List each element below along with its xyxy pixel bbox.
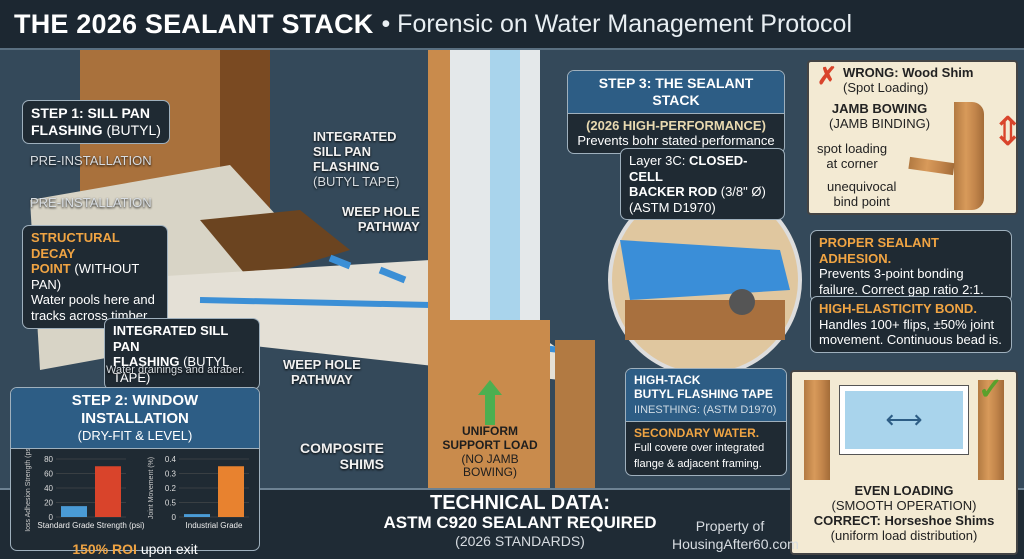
step2-box: STEP 2: WINDOW INSTALLATION (DRY-FIT & L… bbox=[10, 387, 260, 557]
pre-installation-label: PRE-INSTALLATION bbox=[30, 195, 152, 210]
window-glass bbox=[490, 50, 520, 350]
y-tick-label: 0 bbox=[172, 513, 177, 522]
y-tick-label: 0.5 bbox=[165, 498, 177, 507]
jamb-right bbox=[978, 380, 1004, 480]
technical-data: TECHNICAL DATA:ASTM C920 SEALANT REQUIRE… bbox=[383, 492, 657, 549]
wrong-shim-panel: ✗ WRONG: Wood Shim(Spot Loading) JAMB BO… bbox=[807, 60, 1024, 215]
y-tick-label: 0.2 bbox=[165, 484, 177, 493]
bar bbox=[95, 465, 121, 517]
correct-shim-panel: ⟷ ✓ EVEN LOADING(SMOOTH OPERATION)CORREC… bbox=[790, 370, 1018, 555]
chart-xlabel: Industrial Grade bbox=[186, 521, 243, 530]
wood-shim bbox=[908, 156, 955, 176]
step1-box: STEP 1: SILL PAN FLASHING (BUTYL) bbox=[22, 100, 170, 144]
wall-section-drawing bbox=[30, 50, 802, 488]
illustration bbox=[0, 50, 1024, 488]
bar bbox=[218, 465, 244, 517]
up-arrow-icon bbox=[478, 380, 502, 425]
decay-paren: (WITHOUT PAN) bbox=[31, 261, 140, 292]
y-tick-label: 60 bbox=[44, 469, 53, 478]
y-tick-label: 0.4 bbox=[165, 455, 177, 464]
step3-body: Prevents bohr stated·performance bbox=[577, 133, 775, 149]
step2-charts: Ioss Adhesion Strength (psi) 0 20 40 60 80Sta… bbox=[25, 449, 249, 532]
window-icon: ⟷ bbox=[839, 385, 969, 455]
exterior-trim bbox=[555, 340, 595, 488]
chart-ylabel: Joint Movement (%) bbox=[148, 456, 155, 518]
step3-title: STEP 3: THE SEALANT STACK bbox=[598, 75, 754, 108]
y-tick-label: 40 bbox=[44, 484, 53, 493]
decay-title: STRUCTURAL DECAY bbox=[31, 230, 120, 261]
decay-box: STRUCTURAL DECAY POINT (WITHOUT PAN) Wat… bbox=[22, 225, 168, 329]
roi-text: upon exit bbox=[140, 540, 198, 557]
bow-arrow-icon: ⇕ bbox=[991, 110, 1024, 154]
step2-title: STEP 2: WINDOW INSTALLATION bbox=[71, 392, 199, 427]
adhesion-box: PROPER SEALANT ADHESION.Prevents 3-point… bbox=[810, 230, 1012, 303]
step1-title: STEP 1: SILL PAN bbox=[31, 105, 151, 121]
jamb-left bbox=[804, 380, 830, 480]
elasticity-box: HIGH-ELASTICITY BOND.Handles 100+ flips,… bbox=[810, 296, 1012, 353]
roi-value: 150% ROI bbox=[72, 540, 137, 557]
x-icon: ✗ bbox=[817, 63, 838, 90]
step1-paren: (BUTYL) bbox=[106, 121, 161, 138]
y-tick-label: 0.3 bbox=[165, 469, 177, 478]
header: THE 2026 SEALANT STACK • Forensic on Wat… bbox=[0, 0, 1024, 50]
step1-title2: FLASHING bbox=[31, 121, 103, 138]
detail-framing bbox=[625, 300, 785, 340]
page-title: THE 2026 SEALANT STACK bbox=[14, 8, 374, 39]
bowed-jamb bbox=[954, 102, 984, 210]
decayed-timber bbox=[200, 210, 350, 280]
water-arrows bbox=[328, 254, 407, 284]
bar bbox=[61, 505, 87, 517]
y-tick-label: 0 bbox=[49, 513, 54, 522]
y-tick-label: 20 bbox=[44, 498, 53, 507]
page-subtitle: • Forensic on Water Management Protocol bbox=[381, 9, 853, 38]
bar bbox=[184, 513, 210, 517]
pre-installation-label: PRE-INSTALLATION bbox=[30, 153, 152, 168]
water-note: Water drainings and atraber. bbox=[106, 364, 245, 376]
chart-ylabel: Ioss Adhesion Strength (psi) bbox=[25, 449, 32, 532]
check-icon: ✓ bbox=[978, 373, 1004, 406]
step3-sub: (2026 HIGH-PERFORMANCE) bbox=[586, 117, 766, 133]
decay-title2: POINT bbox=[31, 261, 71, 277]
sealant-bead bbox=[620, 240, 790, 300]
step2-subtitle: (DRY-FIT & LEVEL) bbox=[77, 428, 193, 443]
step3-box: STEP 3: THE SEALANT STACK (2026 HIGH-PER… bbox=[567, 70, 785, 154]
chart-xlabel: Standard Grade Strength (psi) bbox=[37, 521, 145, 530]
y-tick-label: 80 bbox=[44, 455, 53, 464]
backer-rod bbox=[729, 289, 755, 315]
